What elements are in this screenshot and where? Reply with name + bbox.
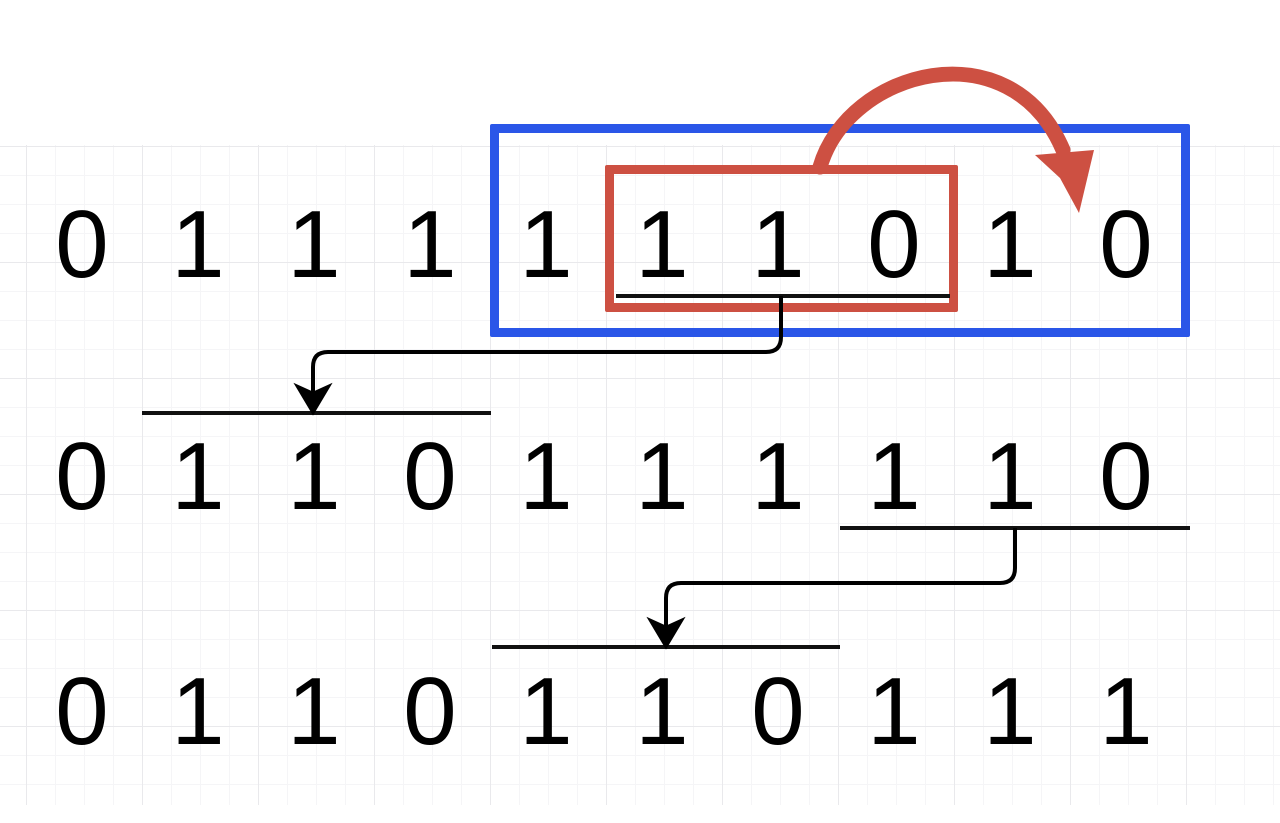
bit-cell: 0: [1099, 423, 1153, 530]
bit-cell: 0: [55, 191, 109, 298]
bit-cell: 1: [287, 191, 341, 298]
bit-cell: 1: [635, 191, 689, 298]
bit-row-top: 0 1 1 1 1 1 1 0 1 0: [0, 190, 1280, 300]
bit-cell: 1: [867, 658, 921, 765]
bit-cell: 1: [1099, 658, 1153, 765]
bit-cell: 1: [635, 423, 689, 530]
bit-row-bottom: 0 1 1 0 1 1 0 1 1 1: [0, 657, 1280, 767]
bit-cell: 0: [55, 423, 109, 530]
bit-row-middle: 0 1 1 0 1 1 1 1 1 0: [0, 422, 1280, 532]
graph-paper-background: [0, 145, 1280, 805]
row-lead-spacer: [0, 190, 24, 300]
bit-cell: 1: [171, 658, 225, 765]
bit-cell: 1: [751, 423, 805, 530]
bit-cell: 0: [1099, 191, 1153, 298]
bit-cell: 1: [519, 658, 573, 765]
bit-cell: 0: [751, 658, 805, 765]
bit-cell: 0: [867, 191, 921, 298]
bit-cell: 1: [983, 191, 1037, 298]
bit-cell: 1: [867, 423, 921, 530]
bit-cell: 0: [403, 423, 457, 530]
bit-cell: 1: [403, 191, 457, 298]
bit-cell: 1: [171, 191, 225, 298]
bit-cell: 1: [983, 658, 1037, 765]
bit-cell: 1: [287, 658, 341, 765]
bit-cell: 1: [635, 658, 689, 765]
bit-cell: 0: [55, 658, 109, 765]
row-lead-spacer: [0, 657, 24, 767]
bit-cell: 1: [287, 423, 341, 530]
bit-cell: 1: [171, 423, 225, 530]
bit-cell: 1: [983, 423, 1037, 530]
bit-cell: 1: [519, 423, 573, 530]
row-lead-spacer: [0, 422, 24, 532]
bit-cell: 0: [403, 658, 457, 765]
bit-cell: 1: [751, 191, 805, 298]
bit-cell: 1: [519, 191, 573, 298]
